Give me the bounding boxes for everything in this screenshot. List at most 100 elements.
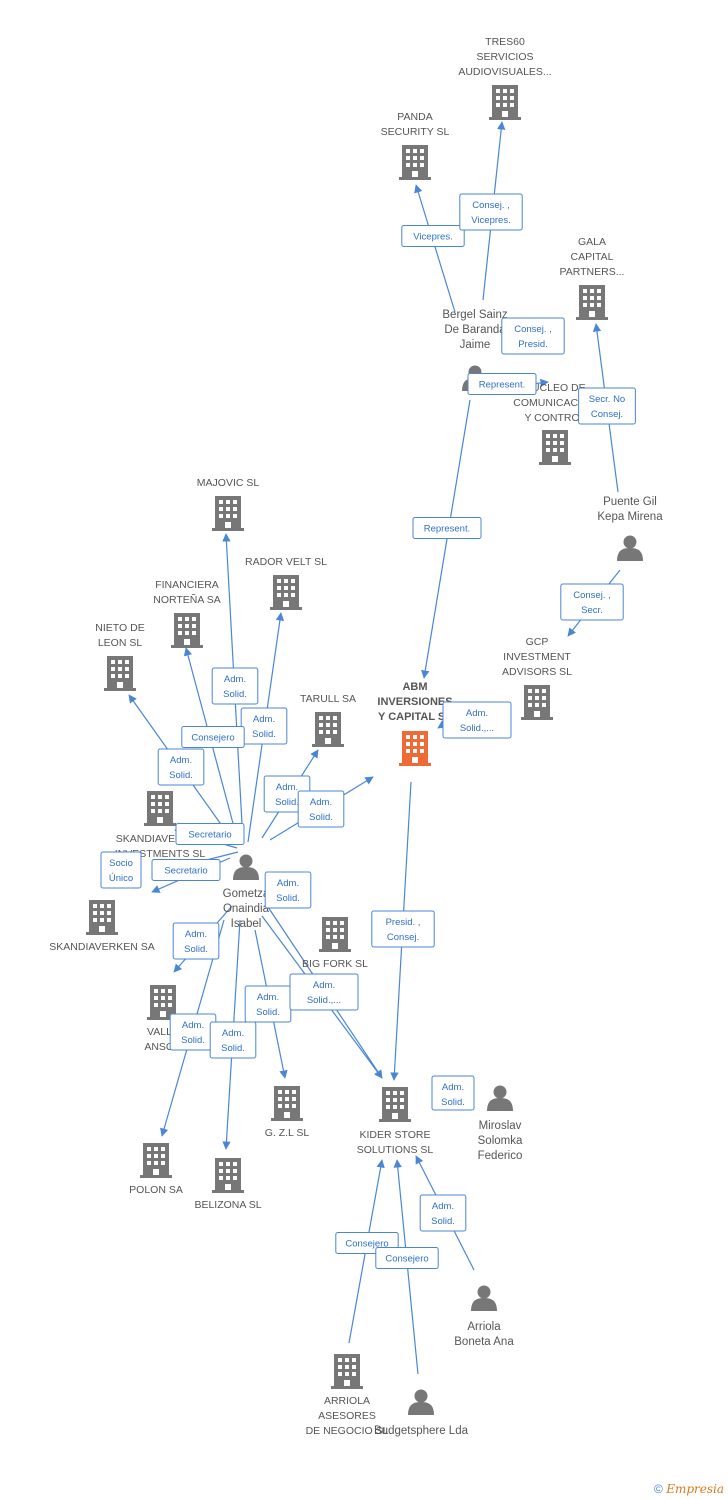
edge-label-box: [264, 871, 312, 909]
edge-label-e11[interactable]: Consejero: [181, 726, 245, 748]
company-node-rador[interactable]: RADOR VELT SL: [245, 556, 327, 610]
edge-label-e21[interactable]: Adm.Solid.: [244, 985, 292, 1023]
edge-label-e7[interactable]: Consej. ,Secr.: [560, 583, 624, 621]
building-icon: [399, 145, 431, 180]
company-name-line: G. Z.L SL: [265, 1127, 310, 1139]
edge-label-e25[interactable]: Adm. Solid.: [419, 1194, 467, 1232]
company-node-polon[interactable]: POLON SA: [129, 1143, 183, 1196]
edge-label-text: Solid.: [221, 1043, 245, 1054]
edge-label-box: [560, 583, 624, 621]
company-name-line: ADVISORS SL: [502, 666, 572, 678]
edge-label-e9[interactable]: Adm.Solid.: [211, 667, 259, 705]
company-node-belizona[interactable]: BELIZONA SL: [194, 1158, 262, 1211]
building-icon: [86, 900, 118, 935]
edge-label-text: Solid.: [275, 797, 299, 808]
edge-label-e2[interactable]: Consej. , Vicepres.: [459, 193, 523, 231]
footer-brand[interactable]: © Empresia: [654, 1482, 724, 1496]
edge-label-text: Consej. ,: [573, 590, 611, 601]
edge-label-text: Adm.: [442, 1082, 464, 1093]
company-name-line: LEON SL: [98, 637, 143, 649]
edge-label-e4[interactable]: Represent.: [467, 373, 537, 395]
edge-label-miroslav-kider[interactable]: Adm. Solid.: [431, 1075, 475, 1111]
edge-label-box: [467, 373, 537, 395]
edge-label-text: Represent.: [424, 524, 470, 535]
edge-label-text: Adm.: [310, 797, 332, 808]
edge-label-box: [431, 1075, 475, 1111]
edge-label-e16[interactable]: Secretario: [151, 859, 221, 881]
edge-label-e10[interactable]: Adm.Solid.: [240, 707, 288, 745]
edge-label-e24[interactable]: Adm.Solid.: [209, 1021, 257, 1059]
edge-label-text: Único: [109, 873, 133, 884]
edge-label-text: Consej. ,: [472, 200, 510, 211]
edge-label-e27[interactable]: Consejero: [375, 1247, 439, 1269]
company-node-majovic[interactable]: MAJOVIC SL: [197, 477, 260, 531]
edge-label-e14[interactable]: Adm. Solid.: [297, 790, 345, 828]
edge-label-text: Consejero: [385, 1254, 428, 1265]
edge-label-e22[interactable]: Adm.Solid.,...: [289, 973, 359, 1011]
company-name-line: TRES60: [485, 36, 525, 48]
nodes-layer: TRES60SERVICIOSAUDIOVISUALES...PANDASECU…: [49, 36, 663, 1437]
edge-label-text: Adm.: [432, 1201, 454, 1212]
edge-label-text: Solid.: [441, 1097, 465, 1108]
company-node-bigfork[interactable]: BIG FORK SL: [302, 917, 368, 970]
company-name-line: Y CAPITAL SL: [378, 711, 452, 723]
edge-label-text: Solid.: [223, 689, 247, 700]
edge-label-text: Presid.: [518, 339, 548, 350]
edge-label-e6[interactable]: Represent.: [412, 517, 482, 539]
person-icon: [487, 1085, 513, 1111]
company-name-line: INVERSIONES: [377, 696, 452, 708]
edge-label-box: [289, 973, 359, 1011]
company-node-gzl[interactable]: G. Z.L SL: [265, 1086, 310, 1139]
edge-label-e8[interactable]: Adm.Solid.,...: [442, 701, 512, 739]
edge-label-box: [501, 317, 565, 355]
copyright-symbol: ©: [654, 1482, 663, 1496]
company-node-skandia[interactable]: SKANDIAVERKEN SA: [49, 900, 155, 953]
edge-label-text: Solid.: [431, 1216, 455, 1227]
edge-label-text: Adm.: [277, 878, 299, 889]
edge-label-e15[interactable]: Secretario: [175, 823, 245, 845]
edge-label-text: Vicepres.: [471, 215, 510, 226]
company-name-line: BELIZONA SL: [194, 1199, 261, 1211]
edge-label-e23[interactable]: Adm.Solid.: [169, 1013, 217, 1051]
edge-label-text: Solid.: [309, 812, 333, 823]
edge-label-e20[interactable]: Adm.Solid.: [264, 871, 312, 909]
building-icon: [331, 1354, 363, 1389]
edge-label-e1[interactable]: Vicepres.: [401, 225, 465, 247]
edge-label-text: Adm.: [313, 980, 335, 991]
company-name-line: SOLUTIONS SL: [357, 1144, 434, 1156]
edge-label-e12[interactable]: Adm.Solid.: [157, 748, 205, 786]
company-name-line: FINANCIERA: [155, 579, 219, 591]
edge-label-box: [181, 726, 245, 748]
company-node-tarull[interactable]: TARULL SA: [300, 693, 356, 747]
person-name-line: Gometza: [223, 888, 270, 900]
edge-label-e3[interactable]: Consej. , Presid.: [501, 317, 565, 355]
person-node-budget[interactable]: Budgetsphere Lda: [374, 1389, 469, 1438]
brand-name: Empresia: [666, 1482, 724, 1496]
edge-label-box: [175, 823, 245, 845]
company-node-tres60[interactable]: TRES60SERVICIOSAUDIOVISUALES...: [458, 36, 552, 120]
edge-label-e18[interactable]: Adm.Solid.: [172, 922, 220, 960]
company-node-gala[interactable]: GALACAPITALPARTNERS...: [560, 236, 625, 320]
person-name-line: Kepa Mirena: [597, 511, 663, 523]
edge-label-text: Socio: [109, 858, 133, 869]
edge-label-box: [412, 517, 482, 539]
edge-label-text: Adm.: [253, 714, 275, 725]
edge-label-text: Presid. ,: [386, 917, 421, 928]
edge-label-text: Consej. ,: [514, 324, 552, 335]
edge-label-e19[interactable]: Presid. ,Consej.: [371, 910, 435, 948]
